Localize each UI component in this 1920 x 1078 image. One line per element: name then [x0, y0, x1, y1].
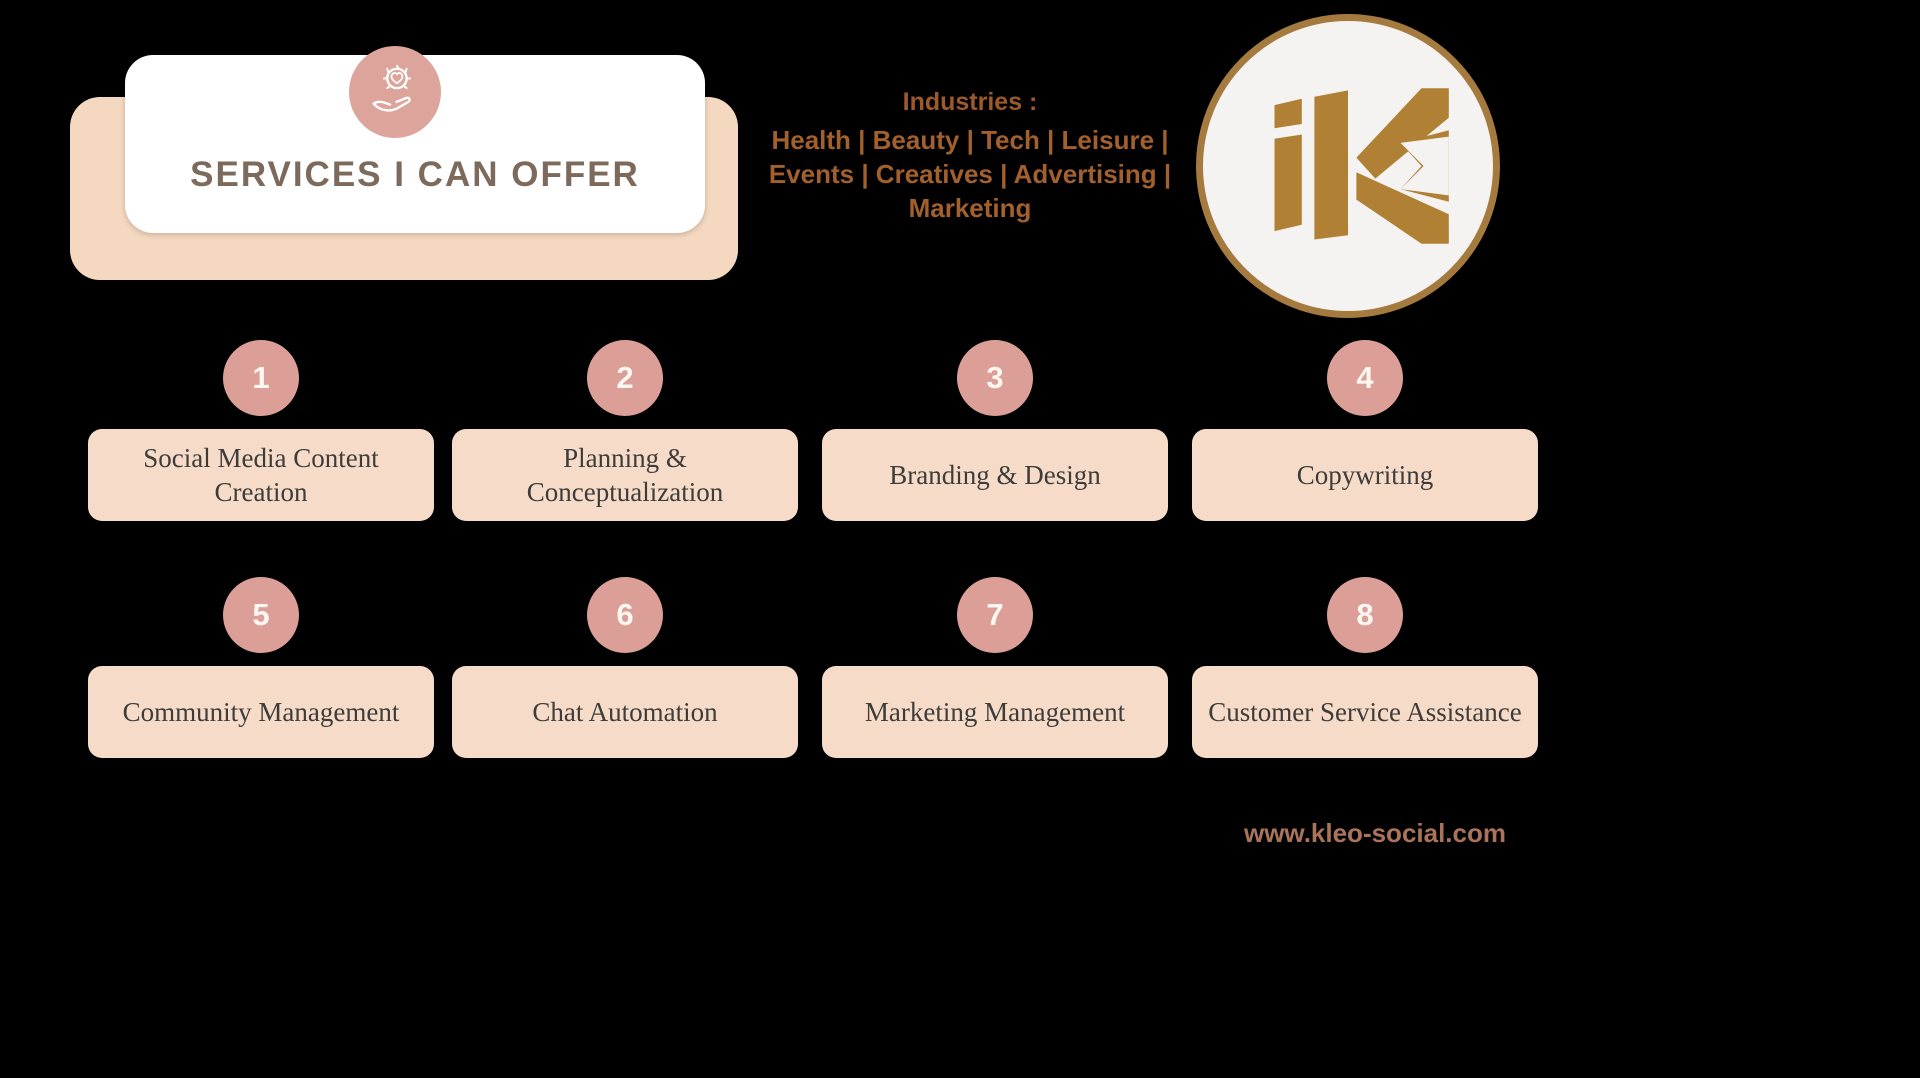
service-number-badge: 1 — [223, 340, 299, 416]
service-box: Planning & Conceptualization — [452, 429, 798, 521]
service-item-8: 8 Customer Service Assistance — [1192, 577, 1538, 758]
service-label: Branding & Design — [889, 460, 1101, 490]
service-label: Social Media Content Creation — [143, 443, 379, 507]
service-item-4: 4 Copywriting — [1192, 340, 1538, 521]
industries-block: Industries : Health | Beauty | Tech | Le… — [760, 88, 1180, 225]
service-number-badge: 4 — [1327, 340, 1403, 416]
kleo-monogram-svg — [1274, 88, 1449, 244]
industries-line-2: Events | Creatives | Advertising | — [768, 159, 1172, 189]
service-item-1: 1 Social Media Content Creation — [88, 340, 434, 521]
service-box: Community Management — [88, 666, 434, 758]
service-box: Customer Service Assistance — [1192, 666, 1538, 758]
service-box: Chat Automation — [452, 666, 798, 758]
service-number-badge: 8 — [1327, 577, 1403, 653]
service-box: Copywriting — [1192, 429, 1538, 521]
service-label: Planning & Conceptualization — [526, 443, 724, 507]
service-box: Social Media Content Creation — [88, 429, 434, 521]
page-title: SERVICES I CAN OFFER — [190, 155, 640, 194]
service-label: Copywriting — [1296, 460, 1434, 490]
service-number-badge: 6 — [587, 577, 663, 653]
service-item-2: 2 Planning & Conceptualization — [452, 340, 798, 521]
service-number-badge: 3 — [957, 340, 1033, 416]
hand-heart-badge-icon-svg — [372, 64, 411, 112]
service-label: Chat Automation — [532, 697, 718, 727]
service-item-7: 7 Marketing Management — [822, 577, 1168, 758]
service-box: Marketing Management — [822, 666, 1168, 758]
website-link[interactable]: www.kleo-social.com — [1243, 818, 1506, 848]
industries-line-1: Health | Beauty | Tech | Leisure | — [771, 125, 1169, 155]
kleo-monogram-logo — [1196, 14, 1500, 318]
service-number-badge: 7 — [957, 577, 1033, 653]
service-label: Customer Service Assistance — [1208, 697, 1522, 727]
service-item-5: 5 Community Management — [88, 577, 434, 758]
service-number-badge: 5 — [223, 577, 299, 653]
service-number-badge: 2 — [587, 340, 663, 416]
service-label: Community Management — [122, 697, 400, 727]
hand-heart-badge-icon — [349, 46, 441, 138]
service-item-3: 3 Branding & Design — [822, 340, 1168, 521]
industries-label: Industries : — [902, 88, 1038, 116]
service-label: Marketing Management — [864, 697, 1126, 727]
service-box: Branding & Design — [822, 429, 1168, 521]
service-item-6: 6 Chat Automation — [452, 577, 798, 758]
industries-line-3: Marketing — [908, 193, 1032, 223]
